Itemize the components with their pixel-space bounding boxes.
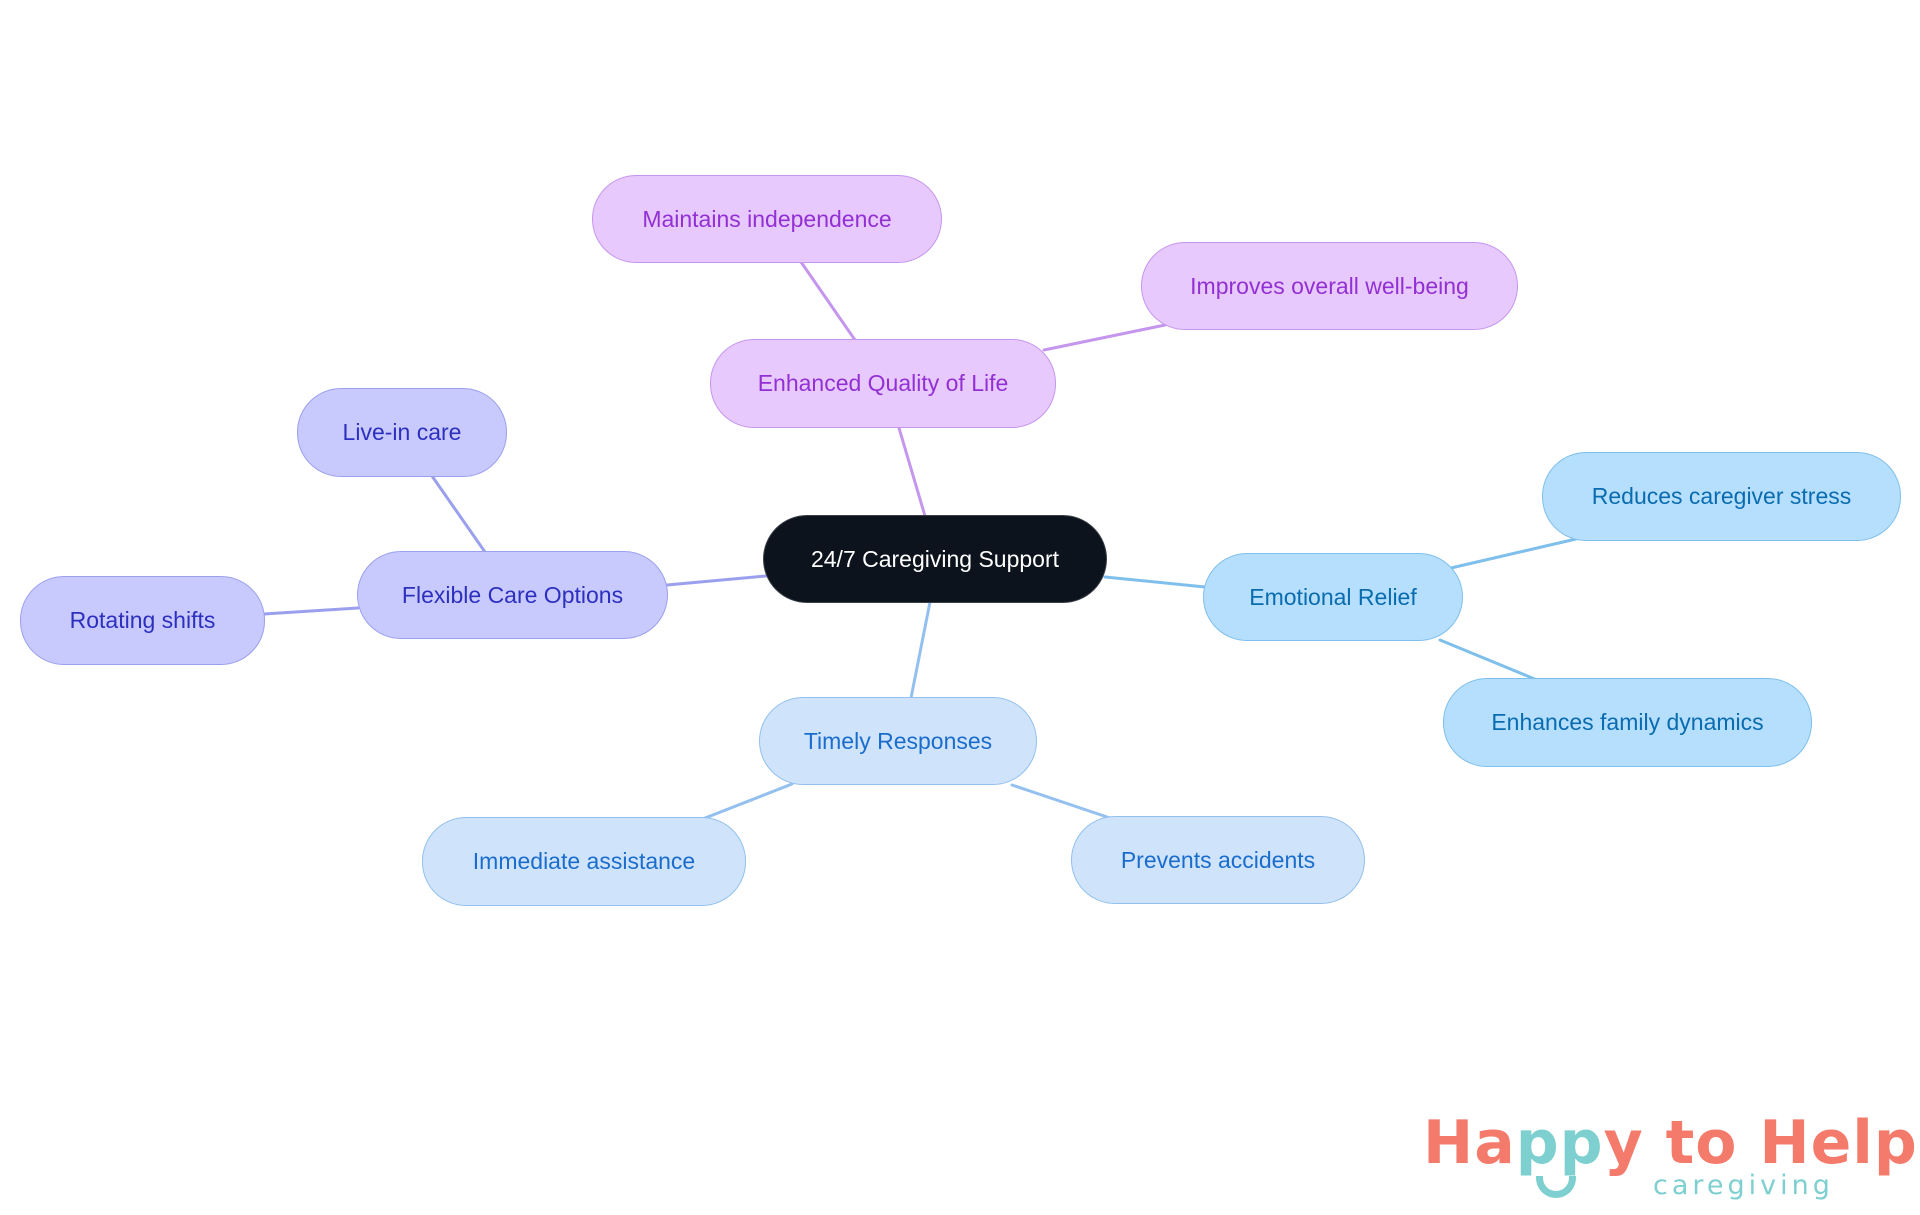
logo-text-rest: y to Help [1603, 1108, 1918, 1178]
node-label: Emotional Relief [1249, 583, 1417, 610]
edge-root-quality [897, 426, 927, 518]
edge-quality-independence [799, 260, 857, 342]
node-label: Live-in care [342, 419, 462, 445]
brand-logo: Happy to Help caregiving [1423, 1108, 1917, 1208]
logo-subtitle: caregiving [1653, 1170, 1834, 1201]
branch-node-quality[interactable]: Enhanced Quality of Life [710, 339, 1056, 428]
root-node-root[interactable]: 24/7 Caregiving Support [763, 515, 1107, 603]
branch-node-timely[interactable]: Timely Responses [759, 697, 1037, 785]
branch-node-flexible[interactable]: Flexible Care Options [357, 551, 668, 639]
node-label: Rotating shifts [69, 607, 216, 633]
edge-emotional-family [1438, 638, 1539, 682]
edge-quality-wellbeing [1042, 323, 1167, 352]
node-label: Enhances family dynamics [1491, 709, 1764, 735]
node-label: Improves overall well-being [1190, 272, 1469, 299]
leaf-node-stress[interactable]: Reduces caregiver stress [1542, 452, 1901, 541]
edge-flexible-livein [430, 474, 487, 554]
edge-root-emotional [1103, 575, 1207, 589]
node-label: Reduces caregiver stress [1591, 483, 1852, 509]
edge-flexible-rotating [262, 606, 360, 616]
leaf-node-livein[interactable]: Live-in care [297, 388, 507, 477]
leaf-node-independence[interactable]: Maintains independence [592, 175, 942, 263]
branch-node-emotional[interactable]: Emotional Relief [1203, 553, 1463, 641]
smile-icon [1536, 1176, 1576, 1198]
node-label: Immediate assistance [472, 848, 696, 874]
edge-emotional-stress [1449, 537, 1578, 570]
node-label: 24/7 Caregiving Support [810, 545, 1060, 572]
node-label: Enhanced Quality of Life [757, 370, 1009, 396]
leaf-node-wellbeing[interactable]: Improves overall well-being [1141, 242, 1518, 330]
node-label: Flexible Care Options [401, 581, 624, 608]
logo-text-pp: pp [1515, 1108, 1604, 1178]
logo-wordmark: Happy to Help [1423, 1108, 1918, 1178]
node-label: Prevents accidents [1120, 846, 1316, 873]
node-label: Timely Responses [803, 727, 993, 754]
leaf-node-accidents[interactable]: Prevents accidents [1071, 816, 1365, 904]
edge-root-timely [909, 600, 932, 700]
logo-text-ha: Ha [1423, 1108, 1516, 1178]
leaf-node-rotating[interactable]: Rotating shifts [20, 576, 265, 665]
leaf-node-immediate[interactable]: Immediate assistance [422, 817, 746, 906]
edge-root-flexible [665, 574, 768, 587]
edge-timely-immediate [698, 782, 794, 822]
leaf-node-family[interactable]: Enhances family dynamics [1443, 678, 1812, 767]
edge-timely-accidents [1010, 783, 1112, 820]
node-label: Maintains independence [642, 205, 892, 232]
